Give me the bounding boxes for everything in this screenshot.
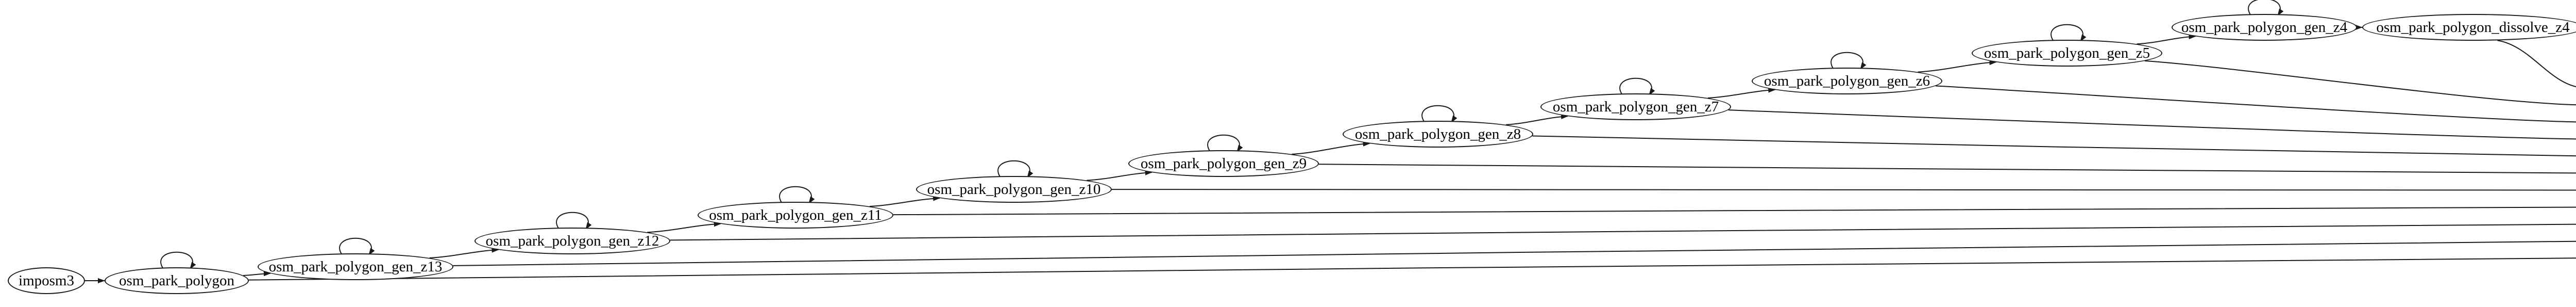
edge — [248, 257, 2576, 281]
node-osm-park-polygon-gen-z13: osm_park_polygon_gen_z13 — [258, 253, 453, 280]
node-label: osm_park_polygon_gen_z6 — [1764, 72, 1930, 89]
node-osm-park-polygon-gen-z10: osm_park_polygon_gen_z10 — [916, 176, 1112, 203]
edge — [2050, 24, 2087, 42]
edge — [1087, 170, 1153, 181]
edge — [160, 251, 196, 269]
node-osm-park-polygon-gen-z5: osm_park_polygon_gen_z5 — [1972, 40, 2162, 67]
edge — [1505, 114, 1569, 125]
node-label: osm_park_polygon_gen_z10 — [927, 181, 1101, 198]
edge — [893, 206, 2576, 216]
edge — [869, 196, 941, 207]
edge — [2497, 40, 2576, 87]
node-osm-park-polygon-gen-z8: osm_park_polygon_gen_z8 — [1343, 121, 1533, 148]
edge — [556, 212, 592, 230]
edge — [1532, 135, 2576, 157]
edge — [1207, 134, 1243, 152]
edge — [429, 247, 499, 258]
node-label: osm_park_polygon_gen_z13 — [268, 258, 443, 275]
node-osm-park-polygon-gen-z9: osm_park_polygon_gen_z9 — [1128, 150, 1319, 177]
node-osm-park-polygon-gen-z4: osm_park_polygon_gen_z4 — [2172, 14, 2357, 41]
edge — [1936, 85, 2576, 123]
edge — [1318, 164, 2576, 174]
edge — [1292, 141, 1370, 155]
node-osm-park-polygon-gen-z6: osm_park_polygon_gen_z6 — [1752, 68, 1942, 94]
edge — [670, 223, 2576, 241]
edge — [2248, 0, 2284, 16]
node-label: osm_park_polygon — [119, 272, 234, 289]
edge — [243, 271, 271, 277]
edge — [453, 240, 2576, 266]
node-label: osm_park_polygon_gen_z9 — [1140, 155, 1307, 172]
node-label: osm_park_polygon_dissolve_z4 — [2376, 19, 2570, 36]
node-osm-park-polygon-gen-z12: osm_park_polygon_gen_z12 — [474, 228, 670, 254]
edge — [1728, 109, 2576, 140]
node-label: osm_park_polygon_gen_z8 — [1354, 125, 1521, 142]
node-label: osm_park_polygon_gen_z4 — [2181, 19, 2348, 36]
node-label: osm_park_polygon_gen_z7 — [1552, 98, 1719, 115]
edge — [647, 221, 721, 233]
edge — [997, 160, 1033, 178]
node-label: osm_park_polygon_gen_z5 — [1984, 44, 2150, 61]
node-osm-park-polygon-dissolve-z4: osm_park_polygon_dissolve_z4 — [2362, 14, 2576, 41]
node-osm-park-polygon: osm_park_polygon — [105, 267, 249, 294]
edge — [1831, 52, 1867, 70]
edge — [1918, 60, 1997, 73]
edge — [1111, 189, 2576, 191]
node-label: osm_park_polygon_gen_z11 — [709, 206, 882, 223]
node-label: imposm3 — [19, 272, 74, 289]
node-imposm3: imposm3 — [8, 267, 85, 294]
node-osm-park-polygon-gen-z11: osm_park_polygon_gen_z11 — [698, 202, 893, 229]
edge — [779, 186, 815, 204]
edge — [1707, 87, 1776, 99]
node-label: osm_park_polygon_gen_z12 — [485, 232, 659, 249]
node-osm-park-polygon-gen-z7: osm_park_polygon_gen_z7 — [1540, 93, 1731, 120]
edge — [1421, 105, 1458, 123]
edge — [1619, 77, 1655, 95]
edge — [2137, 34, 2196, 45]
edge — [339, 237, 375, 255]
edge — [2144, 60, 2576, 106]
